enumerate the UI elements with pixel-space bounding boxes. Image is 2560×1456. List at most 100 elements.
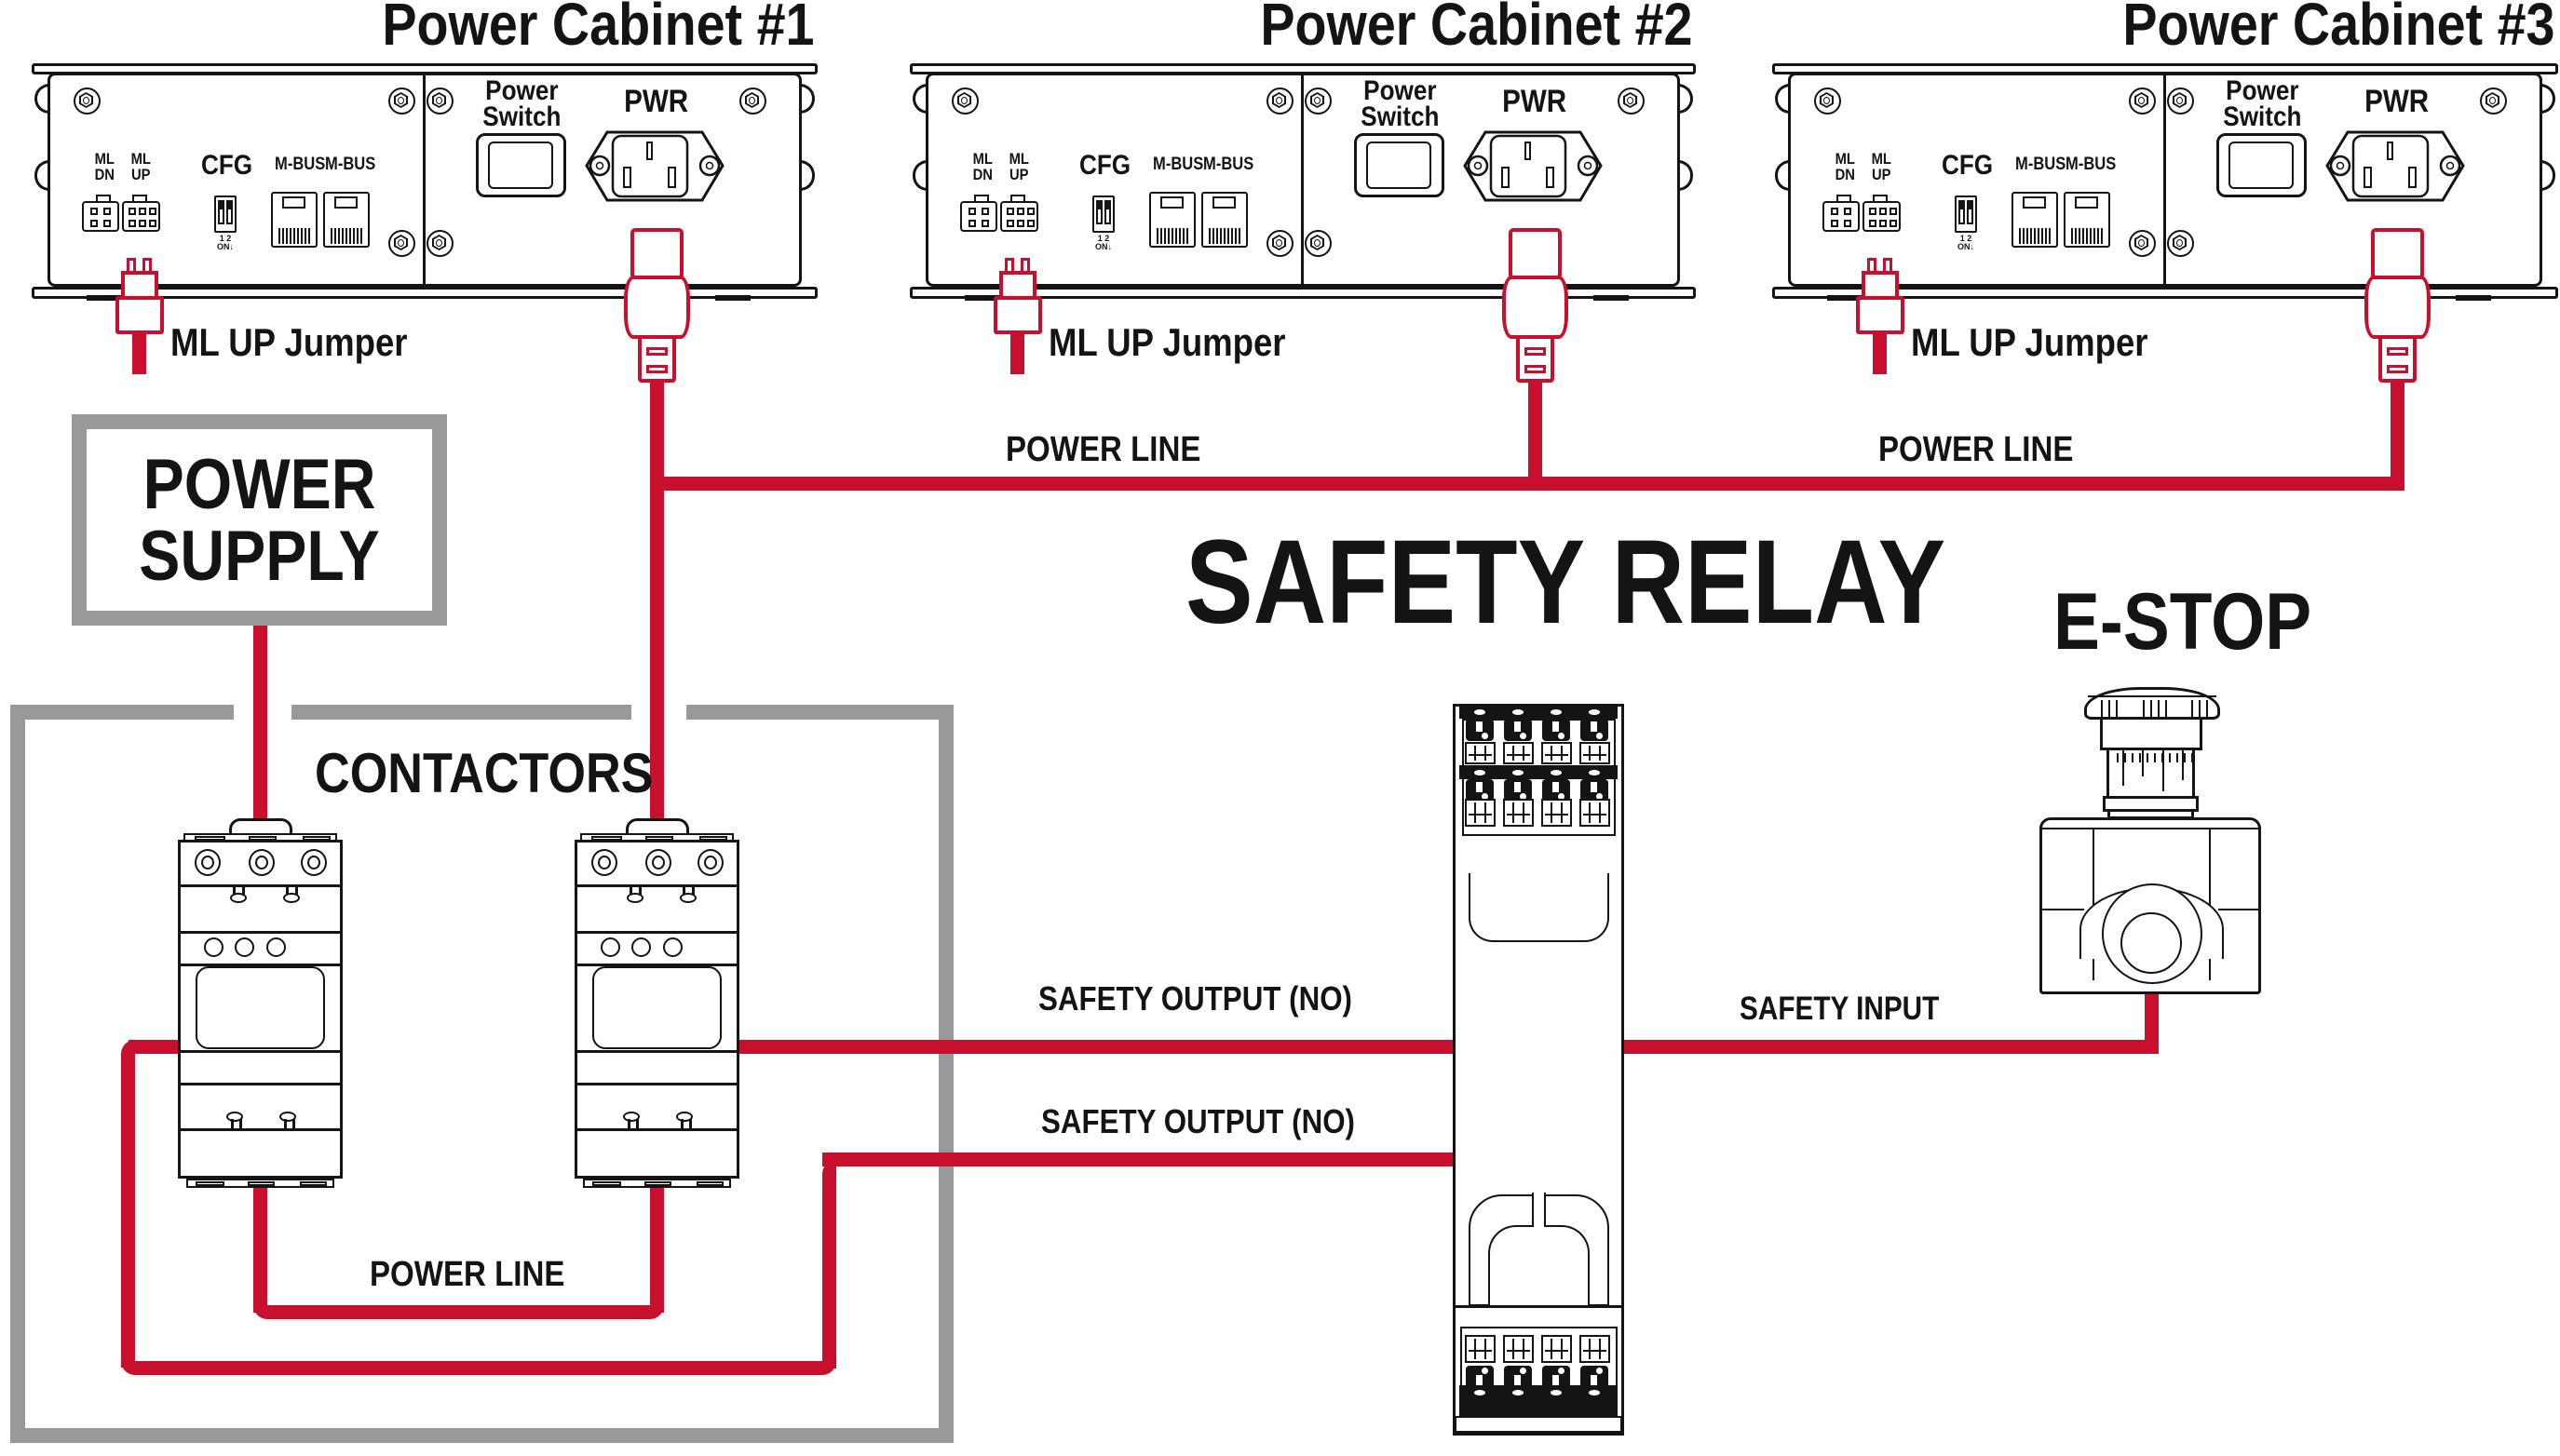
power-cord-plug — [630, 228, 684, 279]
terminal — [255, 856, 268, 870]
screw-icon — [2128, 229, 2156, 257]
mbus-port-1 — [1149, 192, 1196, 248]
power-line-label-top-left: POWER LINE — [1006, 430, 1201, 469]
panel-divider — [423, 74, 426, 285]
contactor-window — [196, 966, 325, 1049]
safety-output-2-label: SAFETY OUTPUT (NO) — [1041, 1102, 1355, 1140]
screw-icon — [1813, 87, 1841, 115]
cfg-label: CFG — [1079, 150, 1131, 181]
enclosure-left-edge — [10, 705, 25, 1443]
ml-up-jumper-cable — [1010, 326, 1024, 374]
dip-on-label: ON↓ — [217, 242, 234, 251]
screw-icon — [1304, 87, 1332, 115]
enclosure-right-edge — [939, 705, 954, 1443]
cabinet-title: Power Cabinet #1 — [382, 0, 815, 58]
screw-icon — [1266, 229, 1294, 257]
din-rail-bottom — [910, 287, 1696, 299]
mbus-label-2: M-BUS — [2066, 155, 2117, 174]
estop-title: E-STOP — [2053, 577, 2312, 667]
ml-dn-port — [960, 201, 997, 232]
pwr-label: PWR — [624, 84, 689, 119]
cfg-dip-switch — [214, 195, 237, 233]
ml-up-jumper-cable — [132, 326, 146, 374]
mbus-port-2 — [1201, 192, 1248, 248]
power-cord-plug — [2378, 335, 2417, 383]
wire-power-supply-to-contactor1 — [253, 626, 267, 822]
screw-icon — [1304, 229, 1332, 257]
relay-tray — [1469, 873, 1609, 942]
screw-icon — [2128, 87, 2156, 115]
mbus-label-2: M-BUS — [325, 155, 376, 174]
screw-icon — [426, 229, 454, 257]
screw-icon — [387, 229, 415, 257]
power-cord-plug — [2387, 347, 2408, 356]
ml-up-jumper-cable — [1873, 326, 1887, 374]
power-switch — [2228, 142, 2294, 189]
ml-dn-port — [82, 201, 119, 232]
ml-up-jumper-label: ML UP Jumper — [170, 320, 408, 364]
wire-cabinet1-power-cord — [650, 381, 664, 820]
wire-cabinet3-power-cord — [2391, 381, 2404, 491]
mbus-port-1 — [271, 192, 318, 248]
safety-output-1-label: SAFETY OUTPUT (NO) — [1038, 979, 1352, 1018]
ml-up-port — [122, 201, 160, 232]
panel-divider — [1301, 74, 1304, 285]
relay-cover — [1488, 1225, 1590, 1306]
din-rail-bottom — [1772, 287, 2558, 299]
screw-icon — [73, 87, 101, 115]
power-cord-plug — [2387, 365, 2408, 373]
panel-divider — [2163, 74, 2166, 285]
terminal — [598, 856, 611, 870]
enclosure-top-segment-1 — [10, 705, 234, 720]
wire-safety-input — [1622, 1040, 2159, 1054]
cfg-dip-switch — [1092, 195, 1115, 233]
pwr-label: PWR — [2364, 84, 2430, 119]
power-line-loop-bottom — [253, 1305, 664, 1319]
terminal — [307, 856, 320, 870]
screw-icon — [2166, 87, 2194, 115]
din-clip-right — [2456, 295, 2491, 301]
din-clip-right — [715, 295, 751, 301]
wire-safety-output2-bottom — [121, 1361, 836, 1375]
screw-icon — [387, 87, 415, 115]
power-cord-plug — [638, 335, 676, 383]
power-cord-plug — [1516, 335, 1554, 383]
din-clip-left — [87, 295, 122, 301]
estop-center — [2120, 912, 2182, 974]
power-line-bus — [650, 477, 2404, 491]
power-cord-plug — [646, 347, 668, 356]
ml-up-jumper — [994, 296, 1042, 334]
cfg-dip-switch — [1955, 195, 1977, 233]
dip-on-label: ON↓ — [1095, 242, 1112, 251]
dip-row-label: 1 2 — [219, 234, 232, 243]
pwr-inlet — [585, 130, 725, 202]
power-line-loop-right — [650, 1186, 664, 1313]
screw-icon — [1266, 87, 1294, 115]
mbus-port-1 — [2011, 192, 2058, 248]
power-switch — [488, 142, 553, 189]
mbus-label-1: M-BUS — [2015, 155, 2066, 174]
din-rail-bottom — [32, 287, 818, 299]
enclosure-top-segment-3 — [686, 705, 954, 720]
ml-up-port — [1862, 201, 1901, 232]
terminal — [704, 856, 717, 870]
power-cord-plug — [2371, 228, 2424, 279]
mbus-label-1: M-BUS — [275, 155, 326, 174]
pwr-inlet — [2325, 130, 2465, 202]
power-supply-box: POWER SUPPLY — [72, 414, 447, 626]
safety-input-label: SAFETY INPUT — [1740, 991, 1940, 1027]
power-cord-plug — [646, 365, 668, 373]
enclosure-top-segment-2 — [291, 705, 631, 720]
cfg-label: CFG — [1942, 150, 1994, 181]
screw-icon — [738, 87, 766, 115]
wire-safety-output2-right-vert — [822, 1160, 836, 1368]
screw-icon — [2479, 87, 2507, 115]
din-clip-right — [1593, 295, 1629, 301]
